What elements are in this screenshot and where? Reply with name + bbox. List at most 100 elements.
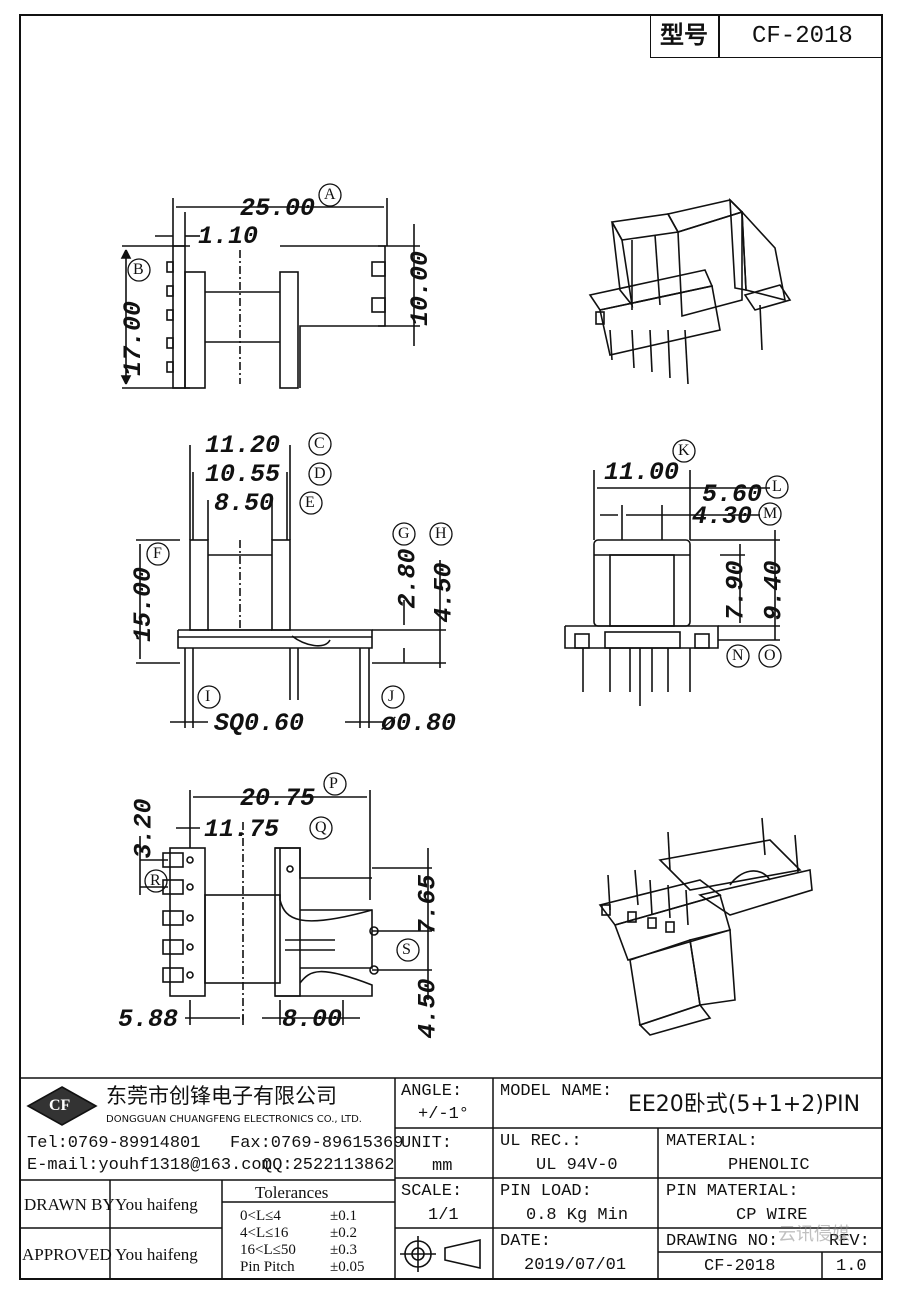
dim-pitch: 8.00 xyxy=(282,1005,343,1034)
dim-l: 5.60 xyxy=(702,480,763,509)
logo-text: CF xyxy=(49,1097,71,1114)
ul-rec-label: UL REC.: xyxy=(500,1132,582,1151)
dim-height-right: 10.00 xyxy=(406,250,436,327)
company-name-cn: 东莞市创锋电子有限公司 xyxy=(106,1084,337,1108)
dim-r: 3.20 xyxy=(129,798,159,859)
tolerances-title: Tolerances xyxy=(255,1183,329,1202)
dim-o: 9.40 xyxy=(759,560,789,621)
callout-c: C xyxy=(314,435,325,452)
company-email: E-mail:youhf1318@163.com xyxy=(27,1156,272,1175)
dim-f: 15.00 xyxy=(129,566,159,643)
pin-material-value: CP WIRE xyxy=(736,1206,808,1225)
tolerance-range-2: 16<L≤50 xyxy=(240,1242,296,1258)
company-name-en: DONGGUAN CHUANGFENG ELECTRONICS CO., LTD… xyxy=(106,1114,362,1125)
header-model-code: CF-2018 xyxy=(752,23,853,50)
approved-value: You haifeng xyxy=(115,1245,198,1264)
dim-g: 2.80 xyxy=(393,548,423,609)
top-view xyxy=(120,198,420,389)
pin-load-value: 0.8 Kg Min xyxy=(526,1206,629,1225)
scale-value: 1/1 xyxy=(428,1206,459,1225)
tolerance-value-2: ±0.3 xyxy=(330,1242,357,1258)
callout-m: M xyxy=(763,505,778,522)
drawing-no-value: CF-2018 xyxy=(704,1257,776,1276)
pin-material-label: PIN MATERIAL: xyxy=(666,1182,799,1201)
callout-g: G xyxy=(398,525,410,542)
drawing-no-label: DRAWING NO: xyxy=(666,1232,779,1251)
callout-j: J xyxy=(388,688,395,705)
company-qq: QQ:2522113862 xyxy=(262,1156,395,1175)
front-view xyxy=(136,445,446,728)
drawn-by-value: You haifeng xyxy=(115,1195,198,1214)
scale-label: SCALE: xyxy=(401,1182,463,1201)
isometric-view-top xyxy=(588,197,792,385)
dim-height: 17.00 xyxy=(119,300,149,377)
angle-label: ANGLE: xyxy=(401,1082,463,1101)
unit-value: mm xyxy=(432,1157,453,1176)
tolerance-value-0: ±0.1 xyxy=(330,1208,357,1224)
tolerance-range-0: 0<L≤4 xyxy=(240,1208,281,1224)
callout-e: E xyxy=(305,494,315,511)
callout-i: I xyxy=(205,688,211,705)
callout-d: D xyxy=(314,465,326,482)
dim-n: 7.90 xyxy=(721,560,751,621)
header-type-cell xyxy=(650,14,720,58)
dim-h: 4.50 xyxy=(429,562,459,623)
dim-flange-thickness: 1.10 xyxy=(198,222,259,251)
watermark: 云讯侵媒 xyxy=(778,1224,850,1245)
callout-q: Q xyxy=(315,819,327,836)
date-value: 2019/07/01 xyxy=(524,1256,627,1275)
callout-r: R xyxy=(150,872,161,889)
dim-q: 11.75 xyxy=(204,815,280,844)
dim-m: 4.30 xyxy=(692,502,753,531)
dim-e: 8.50 xyxy=(214,489,275,518)
isometric-view-bottom xyxy=(598,817,813,1036)
callout-o: O xyxy=(764,647,776,664)
company-fax: Fax:0769-89615369 xyxy=(230,1134,404,1153)
rev-label: REV: xyxy=(829,1232,870,1251)
tolerance-value-1: ±0.2 xyxy=(330,1225,357,1241)
projection-symbol xyxy=(400,1236,481,1272)
side-view xyxy=(564,470,780,706)
tolerance-value-3: ±0.05 xyxy=(330,1259,365,1275)
header-model-cell xyxy=(718,14,883,58)
date-label: DATE: xyxy=(500,1232,552,1251)
callout-b: B xyxy=(133,261,144,278)
callout-circles xyxy=(127,183,789,962)
drawing-frame xyxy=(19,14,883,1280)
approved-label: APPROVED xyxy=(22,1245,112,1264)
dim-left-offset: 5.88 xyxy=(118,1005,179,1034)
model-name-label: MODEL NAME: xyxy=(500,1082,613,1101)
callout-s: S xyxy=(402,941,411,958)
tolerance-range-3: Pin Pitch xyxy=(240,1259,295,1275)
angle-value: +/-1° xyxy=(418,1105,470,1124)
material-label: MATERIAL: xyxy=(666,1132,758,1151)
dim-c: 11.20 xyxy=(205,431,281,460)
rev-value: 1.0 xyxy=(836,1257,867,1276)
material-value: PHENOLIC xyxy=(728,1156,810,1175)
tolerance-range-1: 4<L≤16 xyxy=(240,1225,289,1241)
company-tel: Tel:0769-89914801 xyxy=(27,1134,201,1153)
dim-i: SQ0.60 xyxy=(214,709,305,738)
dim-overall-width: 25.00 xyxy=(240,194,316,223)
dim-p: 20.75 xyxy=(240,784,316,813)
model-name-value: EE20卧式(5+1+2)PIN xyxy=(628,1092,861,1117)
logo-diamond xyxy=(26,1086,98,1126)
dim-j: ø0.80 xyxy=(381,709,457,738)
dim-s2: 4.50 xyxy=(413,978,443,1039)
dim-d: 10.55 xyxy=(205,460,281,489)
pin-load-label: PIN LOAD: xyxy=(500,1182,592,1201)
dim-k: 11.00 xyxy=(604,458,680,487)
callout-h: H xyxy=(435,525,447,542)
callout-l: L xyxy=(772,478,782,495)
callout-k: K xyxy=(678,442,690,459)
bottom-view xyxy=(139,790,432,1025)
ul-rec-value: UL 94V-0 xyxy=(536,1156,618,1175)
dim-s1: 7.65 xyxy=(413,874,443,935)
unit-label: UNIT: xyxy=(401,1134,453,1153)
callout-f: F xyxy=(153,545,162,562)
callout-p: P xyxy=(329,775,338,792)
drawn-by-label: DRAWN BY xyxy=(24,1195,115,1214)
callout-n: N xyxy=(732,647,744,664)
